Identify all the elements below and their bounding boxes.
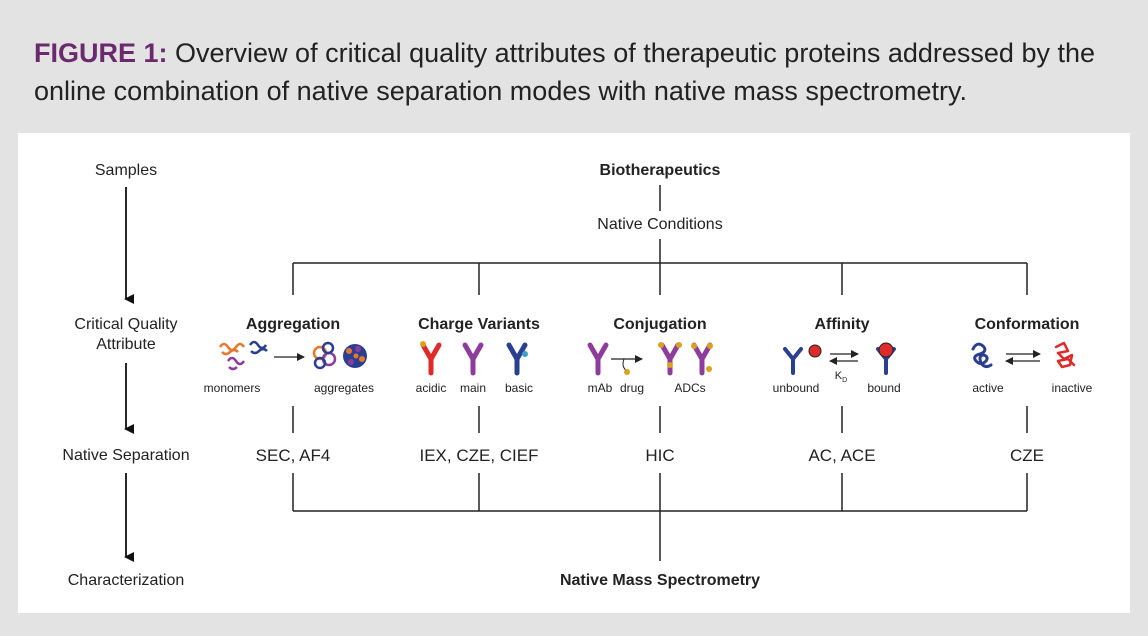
label-main: main (460, 381, 486, 395)
figure-caption-text: Overview of critical quality attributes … (34, 38, 1095, 106)
diagram-panel: Samples Critical Quality Attribute Nativ… (18, 133, 1130, 613)
attribute-title-conjugation: Conjugation (613, 316, 706, 333)
biotherapeutics-label: Biotherapeutics (600, 162, 721, 179)
label-bound: bound (867, 381, 900, 395)
methods-conformation: CZE (1010, 446, 1044, 465)
attribute-title-aggregation: Aggregation (246, 316, 340, 333)
workflow-diagram: Samples Critical Quality Attribute Nativ… (62, 162, 1093, 589)
label-basic: basic (505, 381, 533, 395)
monomer-coil-icon (218, 340, 268, 371)
inactive-fold-icon (1054, 341, 1076, 369)
figure-label: FIGURE 1: (34, 38, 168, 68)
label-drug: drug (620, 381, 644, 395)
antibody-mab-icon (587, 342, 609, 376)
attribute-title-charge-variants: Charge Variants (418, 316, 540, 333)
bound-receptor-icon (876, 342, 896, 375)
attribute-title-conformation: Conformation (975, 316, 1080, 333)
native-conditions-label: Native Conditions (597, 216, 722, 233)
label-mab: mAb (588, 381, 613, 395)
label-monomers: monomers (204, 381, 261, 395)
aggregate-cluster-icon (312, 341, 337, 370)
label-acidic: acidic (416, 381, 447, 395)
methods-aggregation: SEC, AF4 (256, 446, 331, 465)
label-active: active (972, 381, 1004, 395)
cqa-label-line1: Critical Quality (74, 316, 177, 333)
ligand-icon (808, 344, 822, 358)
antibody-adc-icon (691, 342, 713, 376)
methods-affinity: AC, ACE (808, 446, 875, 465)
antibody-main-icon (462, 342, 484, 376)
native-ms-label: Native Mass Spectrometry (560, 572, 760, 589)
figure-caption: FIGURE 1: Overview of critical quality a… (34, 34, 1124, 110)
characterization-label: Characterization (68, 572, 185, 589)
label-adcs: ADCs (674, 381, 705, 395)
attribute-title-affinity: Affinity (814, 316, 869, 333)
methods-charge-variants: IEX, CZE, CIEF (419, 446, 538, 465)
drug-icon (624, 369, 630, 375)
antibody-adc-icon (658, 342, 682, 376)
label-unbound: unbound (773, 381, 820, 395)
active-fold-icon (971, 342, 993, 369)
samples-label: Samples (95, 162, 157, 179)
label-aggregates: aggregates (314, 381, 374, 395)
kd-label: KD (835, 370, 847, 384)
unbound-receptor-icon (783, 347, 803, 375)
label-inactive: inactive (1052, 381, 1093, 395)
antibody-acidic-icon (420, 341, 442, 376)
methods-conjugation: HIC (645, 446, 674, 465)
native-separation-label: Native Separation (62, 447, 189, 464)
cqa-label-line2: Attribute (96, 336, 156, 353)
aggregate-sphere-icon (343, 344, 367, 368)
antibody-basic-icon (506, 342, 528, 376)
